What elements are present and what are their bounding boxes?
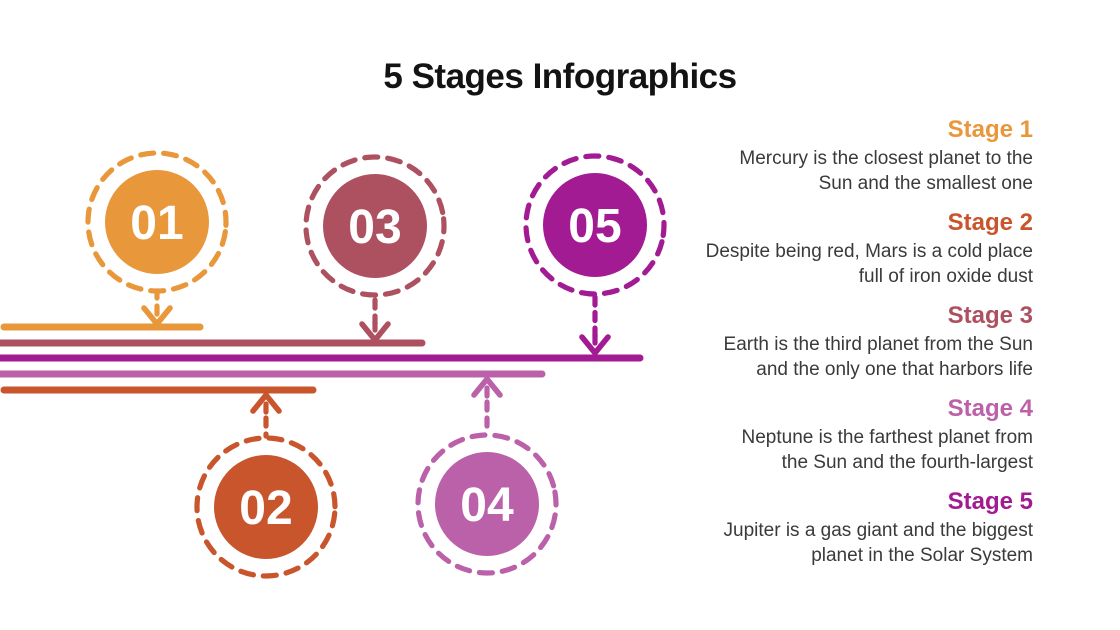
node-circle-02: [214, 455, 318, 559]
stage-label-2: Stage 2: [947, 209, 1033, 236]
node-circle-04: [435, 452, 539, 556]
arrow-head-down-01: [141, 305, 173, 327]
dashed-ring-02: [194, 435, 338, 579]
stage-node-02: 02: [194, 392, 338, 579]
arrow-head-up-04: [471, 376, 503, 398]
stage-description-3: Earth is the third planet from the Sun an…: [633, 332, 1033, 382]
stage-node-03: 03: [303, 154, 447, 343]
stage-label-5: Stage 5: [947, 488, 1033, 515]
stage-description-2: Despite being red, Mars is a cold place f…: [633, 239, 1033, 289]
stage-node-01: 01: [85, 150, 229, 327]
dashed-ring-05: [523, 153, 667, 297]
page-title: 5 Stages Infographics: [383, 57, 737, 96]
stages-diagram: 01 03 05 02: [0, 150, 667, 579]
stage-description-2-line-2: full of iron oxide dust: [858, 266, 1033, 287]
stage-description-4-line-2: the Sun and the fourth-largest: [781, 452, 1033, 473]
node-circle-03: [323, 174, 427, 278]
arrow-head-down-03: [359, 321, 391, 343]
stage-label-4: Stage 4: [947, 395, 1033, 422]
dashed-ring-03: [303, 154, 447, 298]
stage-description-2-line-1: Despite being red, Mars is a cold place: [705, 241, 1033, 262]
node-number-01: 01: [130, 197, 183, 250]
node-circle-01: [105, 170, 209, 274]
node-number-04: 04: [460, 479, 514, 532]
stage-item-2: Stage 2 Despite being red, Mars is a col…: [633, 208, 1033, 289]
stage-item-3: Stage 3 Earth is the third planet from t…: [633, 301, 1033, 382]
stage-item-4: Stage 4 Neptune is the farthest planet f…: [633, 394, 1034, 475]
stage-description-1-line-2: Sun and the smallest one: [818, 173, 1033, 194]
node-number-02: 02: [239, 482, 292, 535]
stage-description-3-line-1: Earth is the third planet from the Sun: [723, 334, 1033, 355]
stage-node-05: 05: [523, 153, 667, 356]
stage-description-4-line-1: Neptune is the farthest planet from: [741, 427, 1034, 448]
node-circle-05: [543, 173, 647, 277]
arrow-head-up-02: [250, 392, 282, 414]
stage-description-3-line-2: and the only one that harbors life: [756, 359, 1033, 380]
dashed-ring-04: [415, 432, 559, 576]
node-number-03: 03: [348, 201, 401, 254]
stage-description-5: Jupiter is a gas giant and the biggest pl…: [633, 518, 1033, 568]
stage-list: Stage 1 Mercury is the closest planet to…: [633, 115, 1033, 580]
stage-item-1: Stage 1 Mercury is the closest planet to…: [633, 115, 1033, 196]
stage-description-4: Neptune is the farthest planet from the S…: [633, 425, 1034, 475]
stage-description-1-line-1: Mercury is the closest planet to the: [739, 148, 1033, 169]
stage-label-3: Stage 3: [947, 302, 1033, 329]
stage-description-5-line-1: Jupiter is a gas giant and the biggest: [723, 520, 1033, 541]
stage-node-04: 04: [415, 376, 559, 576]
stage-label-1: Stage 1: [947, 116, 1033, 143]
stage-description-5-line-2: planet in the Solar System: [811, 545, 1033, 566]
arrow-head-down-05: [579, 334, 611, 356]
stage-item-5: Stage 5 Jupiter is a gas giant and the b…: [633, 487, 1033, 568]
node-number-05: 05: [568, 200, 621, 253]
dashed-ring-01: [85, 150, 229, 294]
